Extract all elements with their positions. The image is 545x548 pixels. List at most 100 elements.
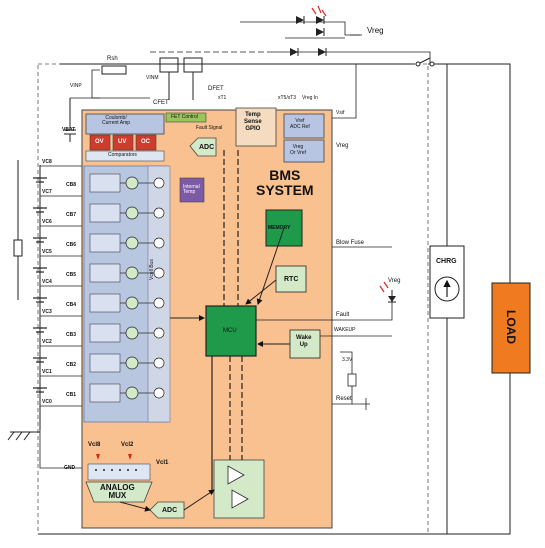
vcl1-label: Vcl1	[156, 460, 169, 466]
vsif-line	[332, 64, 357, 119]
cb-label-cb2: CB2	[66, 362, 77, 368]
gnd-line	[39, 430, 82, 469]
fault-label: Fault	[336, 312, 350, 318]
v3-3-label: 3.3V	[342, 357, 353, 363]
vreg-in-label: Vreg In	[302, 95, 318, 101]
vreg-ref-label: Vreg	[336, 143, 349, 149]
vreg-top-label: Vreg	[367, 26, 384, 35]
vcl8-label: Vcl8	[88, 442, 101, 448]
ov-block	[89, 134, 111, 151]
vbat-label: VBAT	[62, 127, 76, 133]
cb-label-cb8: CB8	[66, 182, 77, 188]
cb-label-cb3: CB3	[66, 332, 77, 338]
fet-pair	[159, 57, 203, 100]
uv-label: UV	[118, 139, 127, 145]
load-label: LOAD	[504, 310, 518, 344]
ov-label: OV	[95, 139, 104, 145]
vcell-bus-label: Vcell Bus	[149, 259, 155, 280]
wakeup-label: WAKEUP	[334, 327, 356, 333]
cell-rows	[89, 173, 165, 403]
vcell-bus-strip	[147, 165, 171, 423]
vbat-cap	[64, 98, 76, 142]
xt1-label: xT1	[218, 95, 227, 101]
rtc-block	[275, 265, 307, 293]
dfet-label: DFET	[208, 86, 224, 92]
comparators-block	[85, 150, 165, 162]
opamp-block	[213, 459, 265, 519]
cb-label-cb4: CB4	[66, 302, 77, 308]
fault-led	[379, 281, 396, 303]
mux-pins	[95, 469, 137, 471]
rtc-label: RTC	[284, 276, 299, 283]
memory-label: MEMORY	[268, 225, 291, 231]
fet-control-label: FET Control	[171, 114, 198, 120]
vc-label-vc1: VC1	[42, 369, 52, 375]
cell-row-6	[89, 233, 165, 253]
oc-block	[135, 134, 157, 151]
vcl-markers	[96, 454, 132, 460]
chrg-label: CHRG	[436, 258, 457, 265]
vc-label-vc3: VC3	[42, 309, 52, 315]
reset-network	[332, 351, 370, 410]
mcu-label: MCU	[223, 328, 237, 334]
rsh-label: Rsh	[107, 56, 118, 62]
cb-label-cb5: CB5	[66, 272, 77, 278]
cb-label-cb1: CB1	[66, 392, 77, 398]
vc-label-vc7: VC7	[42, 189, 52, 195]
gnd-label: GND	[64, 465, 76, 471]
cb-label-cb7: CB7	[66, 212, 77, 218]
cell-row-8	[89, 173, 165, 193]
coulomb-label: Coulomb/ Current Amp	[102, 115, 131, 126]
cell-row-5	[89, 263, 165, 283]
vsif-label: Vsif	[336, 110, 345, 116]
vc-label-vc8: VC8	[42, 159, 52, 165]
wake-up-block	[289, 329, 321, 359]
vcl2-label: Vcl2	[121, 442, 134, 448]
vc-label-vc5: VC5	[42, 249, 52, 255]
analog-mux-label: ANALOG MUX	[100, 483, 135, 501]
bms-system-title: BMS SYSTEM	[256, 167, 314, 199]
cb-label-cb6: CB6	[66, 242, 77, 248]
xt5-label: xT5/xT3	[278, 95, 297, 101]
right-wiring	[38, 63, 511, 535]
comparators-label: Comparators	[108, 152, 137, 158]
battery-cells	[33, 177, 47, 393]
internal-temp-block	[179, 177, 205, 203]
vreg-fault-label: Vreg	[388, 278, 401, 284]
mcu-arrows	[119, 227, 290, 512]
vc-label-vc0: VC0	[42, 399, 52, 405]
cell-row-2	[89, 353, 165, 373]
temp-sense-label: Temp Sense GPIO	[244, 112, 262, 132]
memory-block	[265, 209, 303, 247]
analog-mux-shape	[85, 481, 153, 503]
internal-bus	[211, 150, 243, 490]
shunt-resistor	[101, 65, 127, 75]
cfet-label: CFET	[153, 100, 169, 106]
cell-taps	[40, 165, 82, 407]
cell-row-7	[89, 203, 165, 223]
coulomb-amp-block	[85, 113, 165, 135]
cell-row-3	[89, 323, 165, 343]
thermistor	[13, 160, 23, 300]
oc-label: OC	[141, 139, 150, 145]
led-indicators	[311, 5, 327, 17]
vref-adc-block	[283, 113, 325, 139]
charge-rail	[240, 21, 360, 36]
vinp-label: VINP	[70, 83, 82, 89]
top-switch	[415, 57, 435, 67]
vinm-label: VINM	[146, 75, 159, 81]
opamp-symbols	[227, 465, 249, 509]
vref-adc-label: Vref ADC Ref	[290, 118, 310, 130]
adc-bottom-label: ADC	[162, 507, 178, 514]
blow-fuse-label: Blow Fuse	[336, 240, 365, 246]
vc-label-vc6: VC6	[42, 219, 52, 225]
fault-line	[256, 302, 393, 321]
cell-row-1	[89, 383, 165, 403]
vreg-or-vref-block	[283, 139, 325, 163]
wake-up-label: Wake Up	[296, 335, 312, 348]
pack-boundary	[37, 63, 429, 535]
uv-block	[112, 134, 134, 151]
mux-top-strip	[87, 463, 151, 481]
